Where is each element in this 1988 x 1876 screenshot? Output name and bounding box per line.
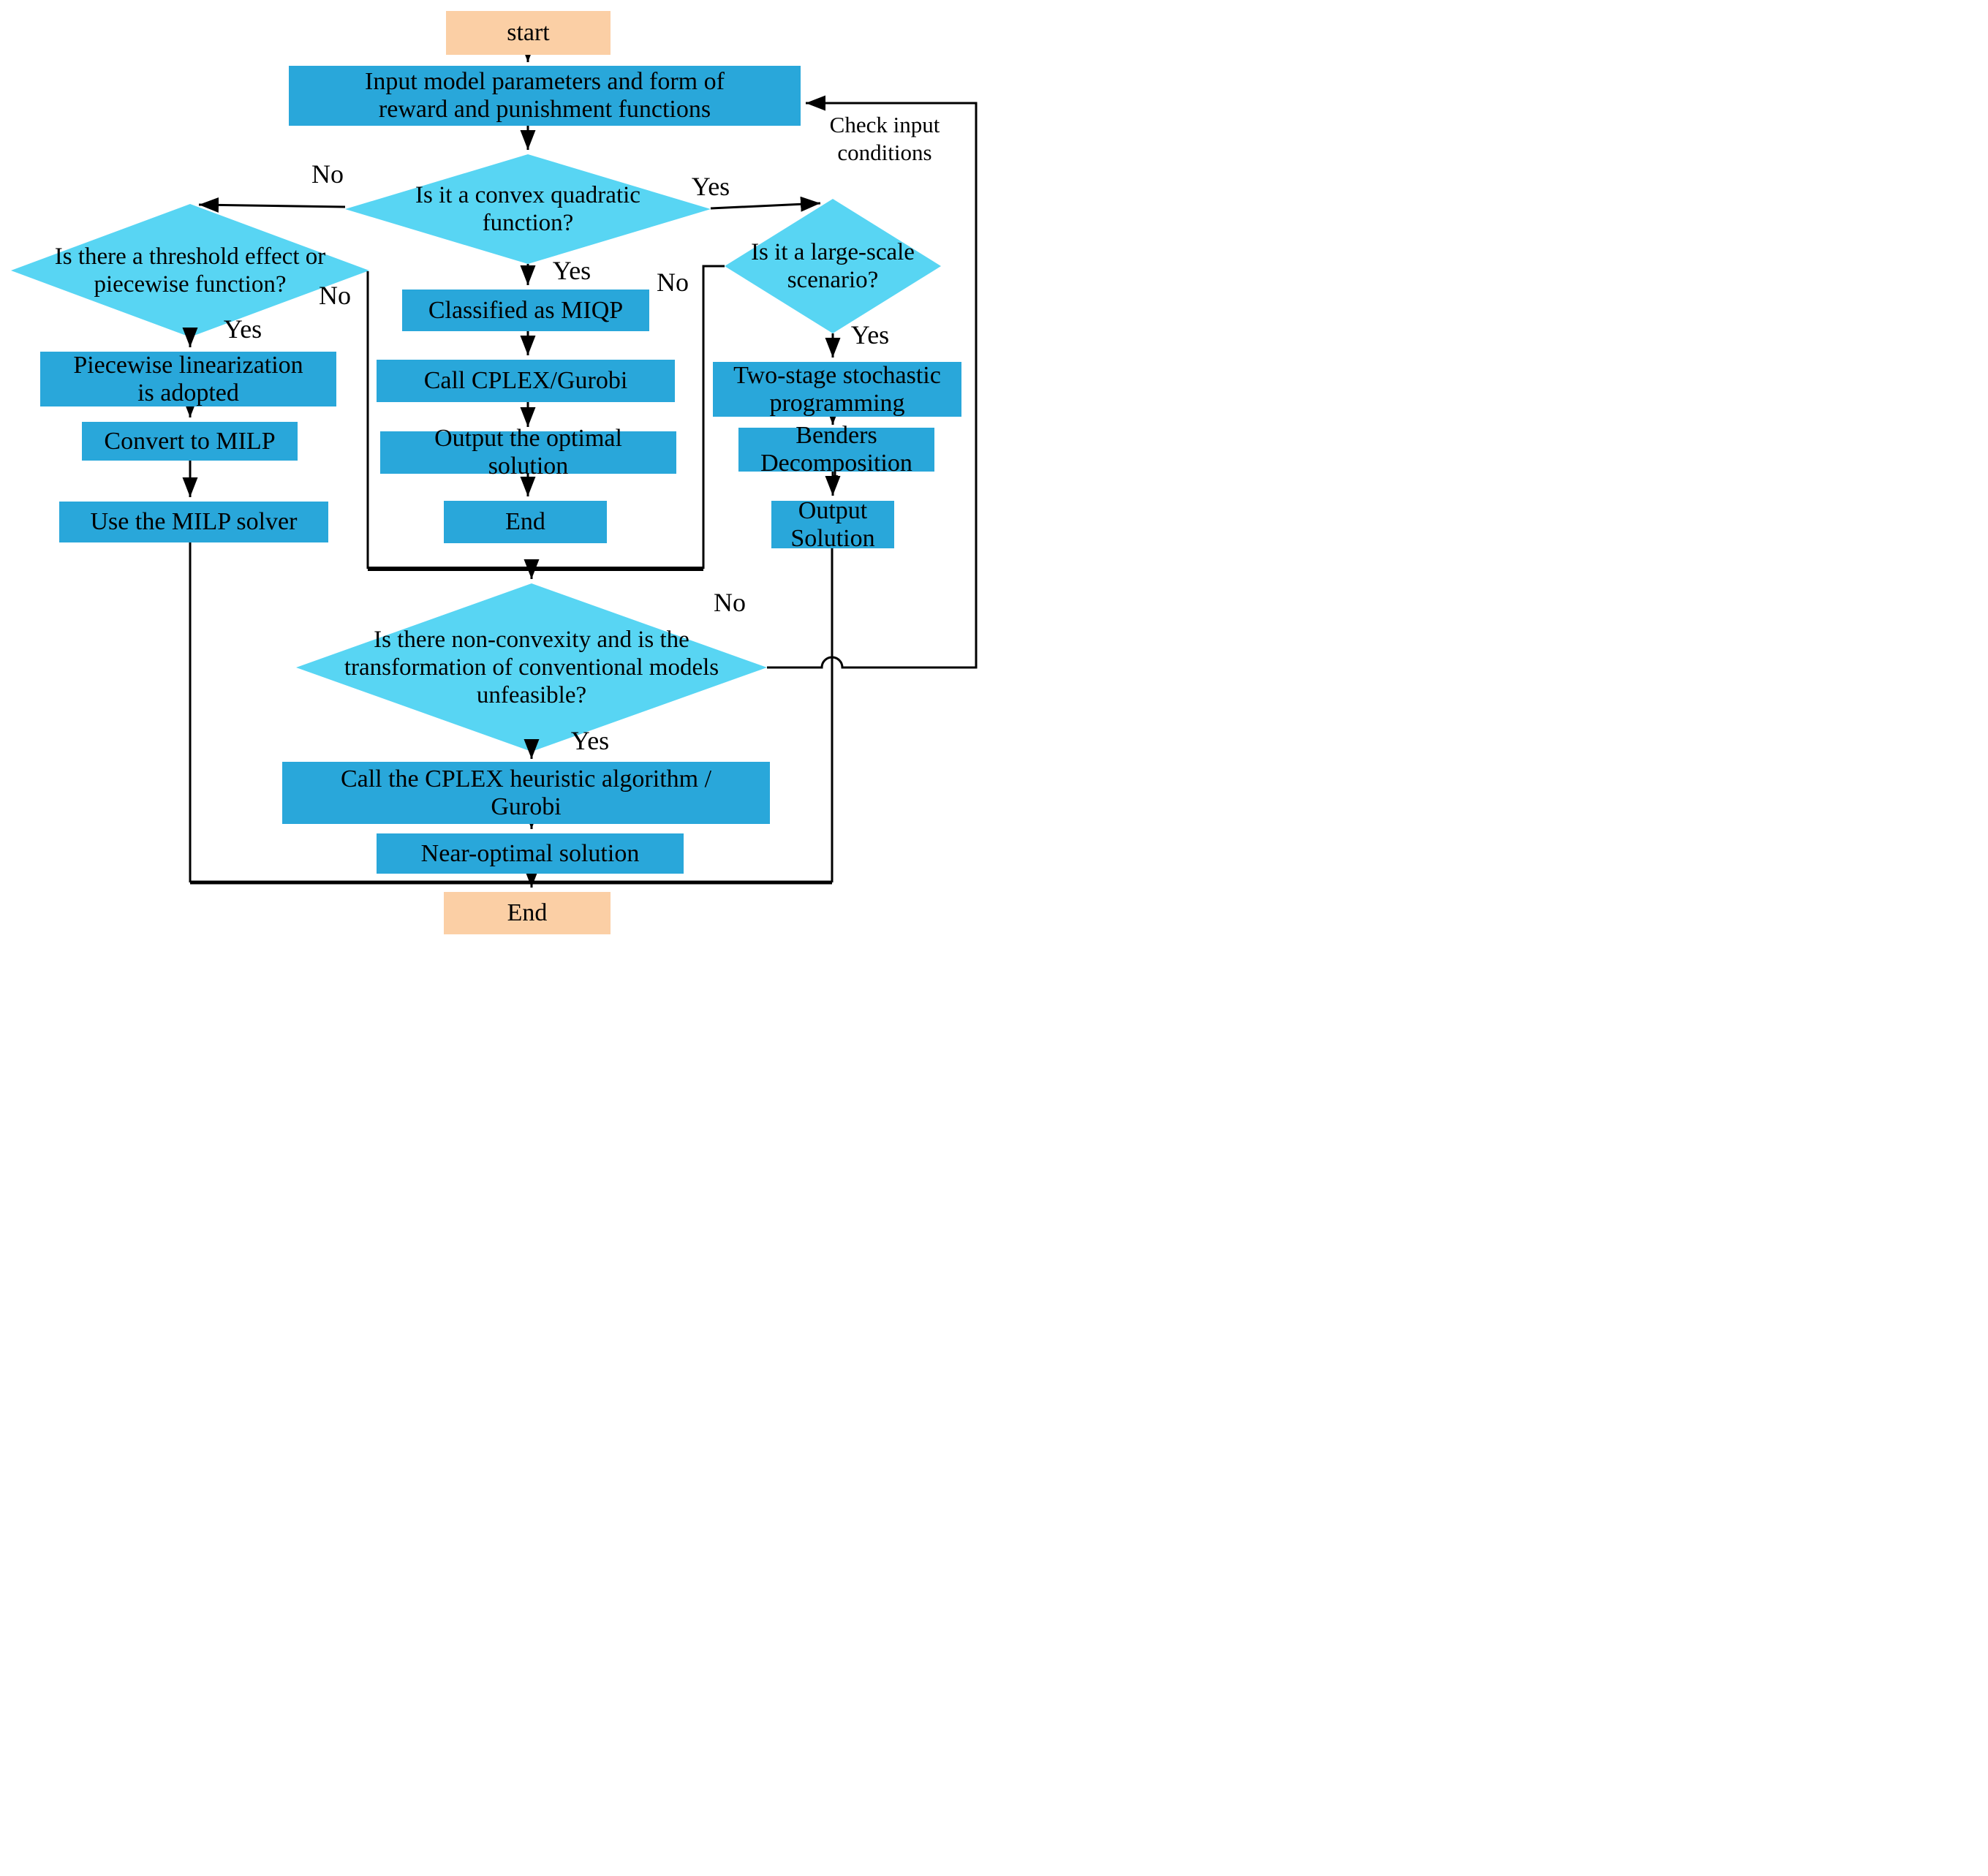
edge-feedback-loop: [767, 95, 978, 669]
node-label: reward and punishment functions: [378, 96, 711, 123]
edge-label-threshold-yes: Yes: [223, 314, 262, 344]
node-label: Decomposition: [760, 450, 912, 477]
node-end-mid: End: [444, 501, 607, 543]
node-label: Benders: [795, 422, 877, 449]
node-label: Gurobi: [491, 793, 562, 820]
edge-largescale-no-down: [702, 265, 725, 569]
edge-label-convex-no: No: [311, 159, 344, 189]
node-label: Call the CPLEX heuristic algorithm /: [340, 765, 712, 793]
edge-label-nonconvex-yes: Yes: [570, 726, 610, 755]
node-label: Input model parameters and form of: [365, 68, 725, 95]
node-call-cplex: Call CPLEX/Gurobi: [377, 360, 675, 402]
large-scale-decision-diamond: [725, 199, 941, 333]
edge-label-large-scale-no: No: [657, 268, 689, 297]
node-benders: Benders Decomposition: [738, 422, 934, 477]
node-label: solution: [488, 453, 569, 480]
node-two-stage: Two-stage stochastic programming: [713, 362, 961, 417]
node-end-bottom: End: [444, 892, 611, 934]
node-label: Use the MILP solver: [90, 508, 298, 535]
convex-decision-diamond: [345, 154, 711, 264]
node-label: start: [507, 19, 550, 46]
edge-label-convex-yes-down: Yes: [552, 256, 592, 285]
flowchart: start Input model parameters and form of…: [0, 0, 994, 938]
edge-label-threshold-no: No: [319, 281, 351, 310]
node-label: Call CPLEX/Gurobi: [423, 367, 628, 394]
node-start: start: [446, 11, 611, 55]
nonconvex-decision-label: Is there non-convexity and is the transf…: [344, 627, 719, 708]
node-label: Output: [798, 496, 868, 524]
convex-decision-label: Is it a convex quadratic function?: [415, 182, 640, 236]
feedback-label: Check input conditions: [829, 112, 940, 165]
node-piecewise: Piecewise linearization is adopted: [40, 352, 336, 406]
edge-label-large-scale-yes: Yes: [850, 320, 890, 349]
node-label: End: [507, 899, 548, 926]
edge-convex-yes-right: [710, 196, 821, 212]
node-label: Output the optimal: [434, 425, 622, 452]
node-label: programming: [769, 389, 905, 417]
edge-convex-no-left: [198, 197, 346, 213]
node-heuristic: Call the CPLEX heuristic algorithm / Gur…: [282, 762, 770, 824]
nonconvex-decision-diamond: [296, 583, 767, 752]
node-label: Convert to MILP: [104, 427, 276, 455]
node-label: is adopted: [137, 379, 239, 406]
node-output-optimal: Output the optimal solution: [380, 425, 676, 480]
node-input: Input model parameters and form of rewar…: [289, 66, 801, 126]
node-convert-milp: Convert to MILP: [82, 422, 298, 461]
node-label: Near-optimal solution: [420, 839, 640, 867]
threshold-decision-label: Is there a threshold effect or piecewise…: [54, 243, 326, 298]
node-classified-miqp: Classified as MIQP: [402, 290, 649, 331]
connector-layer: [11, 42, 978, 888]
node-milp-solver: Use the MILP solver: [59, 502, 328, 542]
node-label: Two-stage stochastic: [733, 361, 941, 389]
node-label: Solution: [790, 524, 875, 552]
threshold-decision-diamond: [11, 204, 369, 337]
node-output-solution: Output Solution: [771, 497, 894, 552]
edge-label-nonconvex-no: No: [714, 588, 746, 617]
node-label: Classified as MIQP: [428, 296, 624, 324]
node-near-optimal: Near-optimal solution: [377, 833, 684, 874]
edge-label-convex-yes-right: Yes: [691, 172, 730, 201]
node-label: End: [505, 508, 545, 535]
node-label: Piecewise linearization: [73, 351, 303, 379]
large-scale-decision-label: Is it a large-scale scenario?: [751, 239, 915, 293]
